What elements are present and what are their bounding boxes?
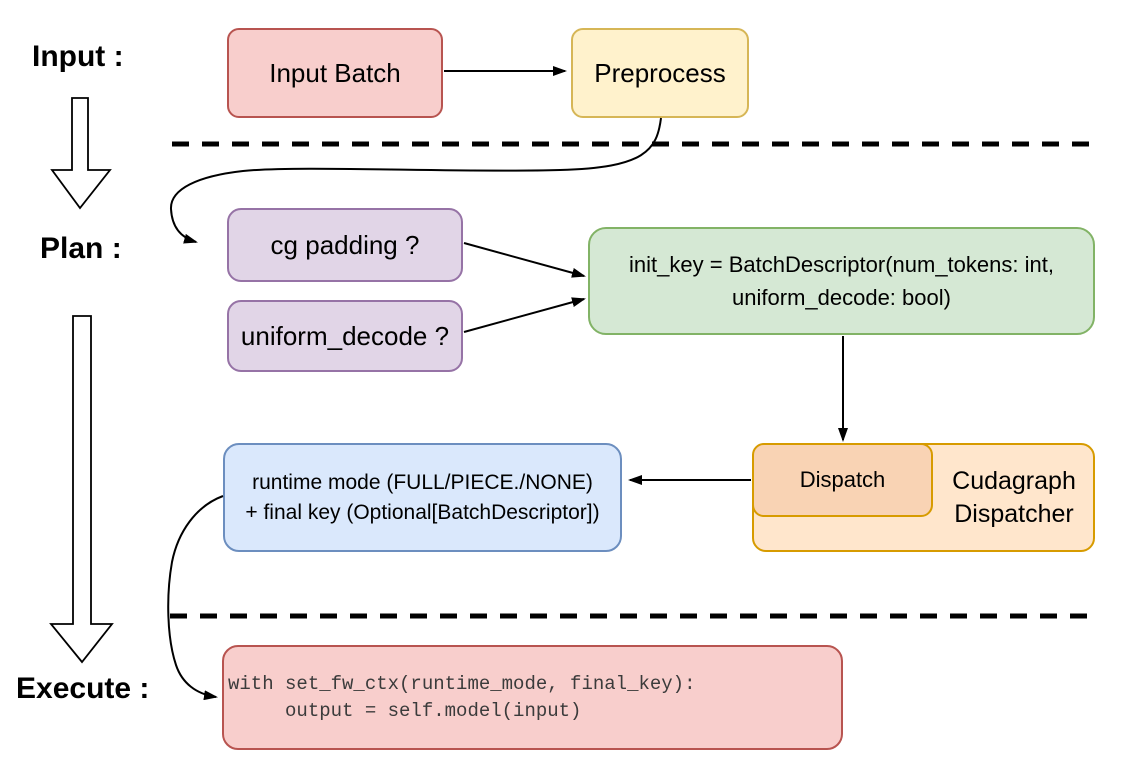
node-runtime-key-line2: + final key (Optional[BatchDescriptor]) <box>245 500 600 524</box>
node-preprocess-label: Preprocess <box>594 57 726 88</box>
arrow-runtime-key-to-execute-code <box>167 495 224 701</box>
node-runtime-key-line1: runtime mode (FULL/PIECE./NONE) <box>252 470 593 494</box>
node-init-key: init_key = BatchDescriptor(num_tokens: i… <box>588 227 1095 335</box>
cudagraph-line2: Dispatcher <box>954 499 1074 528</box>
node-cg-padding-label: cg padding ? <box>270 229 420 260</box>
node-init-key-line2: uniform_decode: bool) <box>732 285 951 310</box>
arrow-cg-padding-to-init-key <box>463 242 586 278</box>
node-cudagraph-dispatcher-label: Cudagraph Dispatcher <box>935 447 1093 548</box>
node-input-batch-label: Input Batch <box>269 57 401 88</box>
node-dispatch-label: Dispatch <box>799 467 886 492</box>
node-cg-padding: cg padding ? <box>227 208 463 282</box>
node-uniform-decode-label: uniform_decode ? <box>240 320 450 351</box>
node-preprocess: Preprocess <box>571 28 749 118</box>
stage-label-plan: Plan : <box>40 232 122 265</box>
node-runtime-key: runtime mode (FULL/PIECE./NONE) + final … <box>223 443 622 552</box>
stage-label-input: Input : <box>32 40 124 73</box>
stage-arrow-input-to-plan-icon <box>50 97 112 210</box>
node-dispatch: Dispatch <box>752 443 933 517</box>
execute-code-line1: with set_fw_ctx(runtime_mode, final_key)… <box>228 672 696 695</box>
node-execute-code: with set_fw_ctx(runtime_mode, final_key)… <box>222 645 843 750</box>
execute-code-line2: output = self.model(input) <box>228 699 582 722</box>
arrow-uniform-decode-to-init-key <box>463 297 586 333</box>
node-input-batch: Input Batch <box>227 28 443 118</box>
stage-arrow-plan-to-execute-icon <box>49 315 114 664</box>
cudagraph-line1: Cudagraph <box>952 466 1076 495</box>
node-init-key-line1: init_key = BatchDescriptor(num_tokens: i… <box>629 252 1054 277</box>
node-uniform-decode: uniform_decode ? <box>227 300 463 372</box>
stage-label-execute: Execute : <box>16 672 150 705</box>
